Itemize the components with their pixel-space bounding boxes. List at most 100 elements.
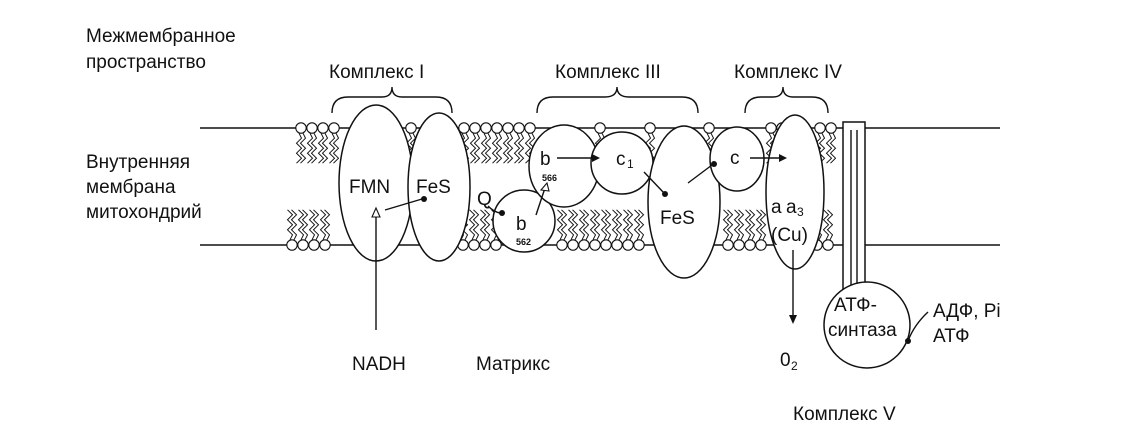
- lipid-tail: [513, 132, 521, 164]
- lipid-head: [814, 122, 826, 134]
- complex-i-fes-ellipse: [407, 112, 471, 262]
- lipid-head: [308, 239, 320, 251]
- lipid-tail: [506, 132, 514, 164]
- lipid-tail: [328, 132, 336, 164]
- b566-label: b: [540, 149, 551, 170]
- lipid-head: [633, 239, 645, 251]
- c1-label: c: [616, 149, 626, 170]
- b562-subscript: 562: [516, 237, 531, 247]
- lipid-tail: [622, 209, 630, 241]
- lipid-tail: [323, 209, 331, 241]
- lipid-tail: [483, 209, 491, 241]
- lipid-tail: [637, 209, 645, 241]
- o2-subscript: 2: [791, 359, 798, 373]
- complex-iii-fes-ellipse: [647, 125, 721, 279]
- lipid-tail: [317, 132, 325, 164]
- nadh-label: NADH: [352, 354, 406, 375]
- complex-iv-brace: [744, 86, 829, 114]
- lipid-tail: [308, 209, 316, 241]
- complex-i-brace: [331, 86, 453, 114]
- complex-iii-fes-label: FeS: [660, 208, 695, 229]
- lipid-tail: [726, 209, 734, 241]
- lipid-tail: [295, 132, 303, 164]
- lipid-tail: [297, 209, 305, 241]
- lipid-tail: [310, 132, 318, 164]
- intermembrane-label-line2: пространство: [86, 52, 206, 73]
- aa3-a-label: a: [771, 197, 782, 218]
- membrane-label-line3: митохондрий: [86, 202, 202, 223]
- membrane-label-line2: мембрана: [86, 177, 176, 198]
- complex-iii-brace: [536, 86, 699, 114]
- lipid-tail: [312, 209, 320, 241]
- lipid-tail: [560, 209, 568, 241]
- lipid-head: [744, 239, 756, 251]
- lipid-tail: [604, 209, 612, 241]
- lipid-head: [600, 239, 612, 251]
- atp-label: АТФ: [933, 326, 970, 347]
- lipid-head: [469, 122, 481, 134]
- lipid-head: [480, 122, 492, 134]
- lipid-tail: [319, 209, 327, 241]
- lipid-head: [491, 122, 503, 134]
- lipid-tail: [517, 132, 525, 164]
- lipid-tail: [593, 209, 601, 241]
- fmn-label: FMN: [349, 177, 390, 198]
- lipid-tail: [480, 132, 488, 164]
- lipid-head: [468, 239, 480, 251]
- lipid-head: [567, 239, 579, 251]
- lipid-tail: [615, 209, 623, 241]
- lipid-head: [306, 122, 318, 134]
- lipid-head: [578, 239, 590, 251]
- lipid-head: [722, 239, 734, 251]
- complex-iv-label: Комплекс IV: [734, 62, 842, 83]
- adp-pi-label: АДФ, Pi: [933, 301, 1001, 322]
- lipid-tail: [479, 209, 487, 241]
- q-label: Q: [477, 189, 492, 210]
- lipid-tail: [626, 209, 634, 241]
- lipid-head: [589, 239, 601, 251]
- lipid-tail: [825, 132, 833, 164]
- cytochrome-c-label: c: [730, 148, 740, 169]
- lipid-head: [502, 122, 514, 134]
- lipid-tail: [759, 209, 767, 241]
- atp-synthase-label-line2: синтаза: [828, 320, 897, 341]
- lipid-tail: [611, 209, 619, 241]
- aa3-a3-label: a: [786, 197, 797, 218]
- b566-subscript: 566: [542, 173, 557, 183]
- lipid-head: [825, 122, 837, 134]
- lipid-head: [822, 239, 834, 251]
- lipid-tail: [826, 209, 834, 241]
- lipid-tail: [829, 132, 837, 164]
- membrane-label-line1: Внутренняя: [86, 152, 190, 173]
- lipid-tail: [484, 132, 492, 164]
- lipid-head: [703, 122, 715, 134]
- lipid-tail: [491, 132, 499, 164]
- lipid-head: [295, 122, 307, 134]
- lipid-tail: [818, 132, 826, 164]
- lipid-tail: [286, 209, 294, 241]
- aa3-subscript: 3: [797, 205, 804, 219]
- complex-i-fes-label: FeS: [416, 177, 451, 198]
- lipid-tail: [473, 132, 481, 164]
- lipid-tail: [468, 209, 476, 241]
- lipid-head: [328, 122, 340, 134]
- lipid-head: [765, 122, 777, 134]
- lipid-tail: [571, 209, 579, 241]
- lipid-head: [297, 239, 309, 251]
- atp-synthase-label-line1: АТФ-: [834, 295, 877, 316]
- atp-synthase: [823, 121, 911, 369]
- c1-subscript: 1: [627, 157, 634, 171]
- lipid-tail: [306, 132, 314, 164]
- cu-label: (Cu): [771, 225, 808, 246]
- o2-label: 0: [780, 350, 791, 371]
- lipid-head: [490, 239, 502, 251]
- lipid-tail: [600, 209, 608, 241]
- lipid-tail: [556, 209, 564, 241]
- lipid-tail: [502, 132, 510, 164]
- lipid-tail: [748, 209, 756, 241]
- lipid-tail: [755, 209, 763, 241]
- lipid-head: [755, 239, 767, 251]
- lipid-tail: [469, 132, 477, 164]
- lipid-head: [479, 239, 491, 251]
- lipid-tail: [462, 132, 470, 164]
